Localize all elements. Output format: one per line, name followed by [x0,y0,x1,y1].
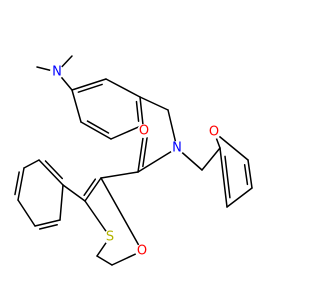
atom-bg-s1 [103,230,117,244]
molecule-diagram: N N O O O S [14,55,253,266]
atom-label-s1: S [106,230,114,245]
atom-label-o2: O [209,125,219,140]
bond-double-p5-p6 [38,224,58,230]
atom-label-n2: N [172,141,182,156]
bond-c1-d2 [100,171,139,179]
bond-d3-s1 [84,200,111,238]
bond-b5-a1 [71,89,82,123]
bond-double-f5-f2 [224,155,231,199]
bond-p6-p1 [59,184,64,221]
atom-bg-o1 [137,124,151,138]
bond-double-p1-p2 [44,160,64,180]
bond-double-b4-b5 [86,120,110,134]
bond-double-b2-b3 [135,100,140,122]
bond-double-p3-p4 [14,171,20,196]
atom-label-n1: N [52,65,62,80]
bond-d5-d6 [96,255,113,266]
bond-b2-b3 [139,96,144,126]
bond-b1-b2 [105,78,141,98]
bond-n2-c1 [137,147,178,173]
bond-p1-p2 [38,159,64,186]
bond-ch2b-f2 [201,147,221,171]
atom-label-o1: O [139,124,149,139]
bond-double-a1-b1 [77,83,103,93]
bond-b4-b5 [80,121,112,140]
molecule-structure: N N O O O S [14,55,253,266]
bond-f5-f2 [219,147,228,208]
bond-p2-p3 [23,159,40,169]
bond-double-c1-o1 [142,136,148,168]
bond-b3-b4 [110,124,144,140]
bond-double-f3-f4 [243,164,249,186]
bond-b2-ch2a [139,96,169,111]
atom-bg-n2 [170,141,184,155]
bond-d2-d3 [84,177,102,202]
bond-p5-p6 [34,219,61,227]
bond-double-d2-d3 [83,178,97,197]
bond-p3-p4 [17,167,25,201]
bond-f4-f5 [226,187,253,208]
atom-bg-o2 [207,125,221,139]
atom-bg-n1 [50,65,64,79]
bond-o3-d2 [100,177,143,252]
bond-d3-p1 [62,184,86,202]
bond-f3-f4 [247,159,253,189]
bond-fo-f3 [213,131,249,161]
bond-p4-p5 [17,199,36,227]
atom-bg-o3 [135,244,149,258]
bond-a1-b1 [71,78,107,91]
atom-label-o3: O [137,244,147,259]
